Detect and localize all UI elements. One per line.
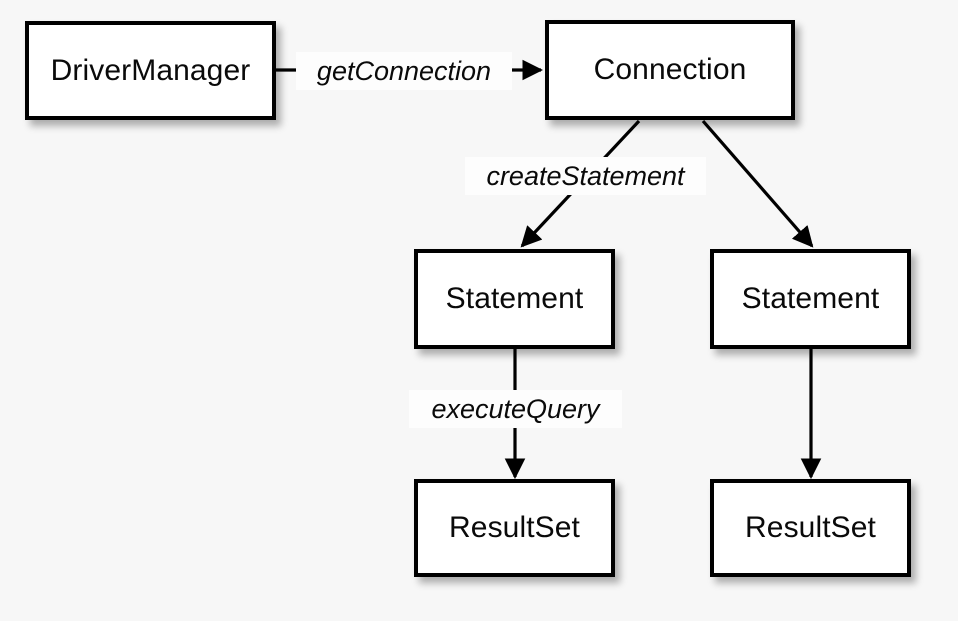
node-driver-manager[interactable]: DriverManager <box>25 21 276 120</box>
node-label-statement-left: Statement <box>445 282 584 315</box>
edge-line-create-statement-2 <box>701 119 814 248</box>
node-resultset-left[interactable]: ResultSet <box>414 479 615 577</box>
node-label-resultset-left: ResultSet <box>449 511 580 544</box>
node-label-resultset-right: ResultSet <box>745 511 876 544</box>
node-label-statement-right: Statement <box>741 282 880 315</box>
node-statement-left[interactable]: Statement <box>414 249 615 349</box>
node-connection[interactable]: Connection <box>545 20 795 120</box>
edge-label-execute-query: executeQuery <box>409 390 622 428</box>
node-statement-right[interactable]: Statement <box>710 249 911 349</box>
node-label-connection: Connection <box>593 53 747 86</box>
node-label-driver-manager: DriverManager <box>50 53 251 87</box>
edge-label-get-connection: getConnection <box>296 52 512 90</box>
edge-label-create-statement: createStatement <box>465 157 706 195</box>
node-resultset-right[interactable]: ResultSet <box>710 479 911 577</box>
